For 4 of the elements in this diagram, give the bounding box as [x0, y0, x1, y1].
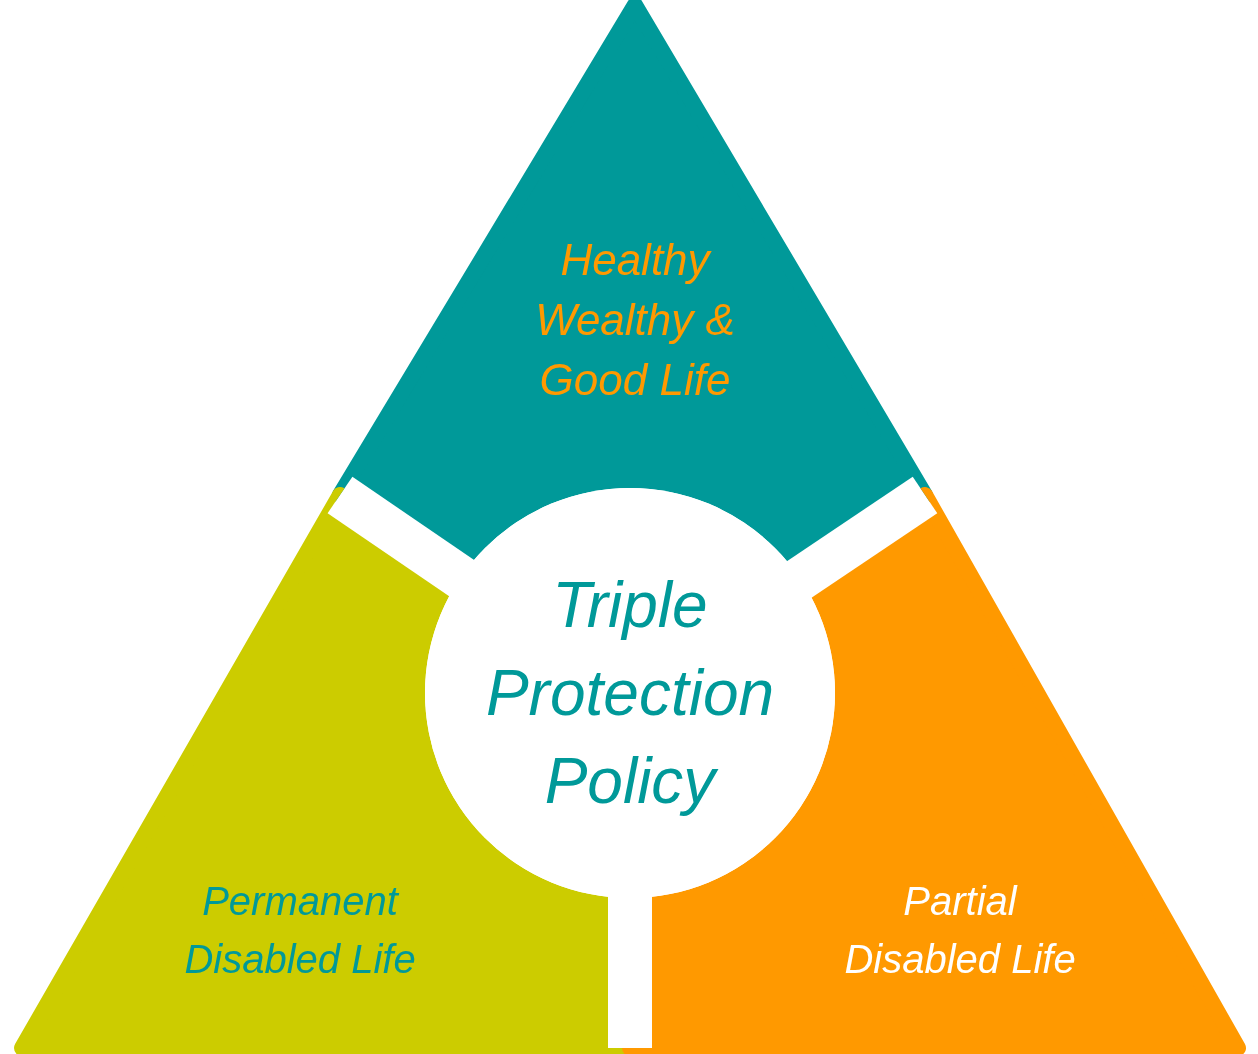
- segment-label: Permanent Disabled Life: [183, 878, 417, 983]
- segment-label: Partial Disabled Life: [843, 878, 1077, 983]
- segment-label: Healthy Wealthy & Good Life: [534, 234, 736, 406]
- center-title: Triple Protection Policy: [484, 568, 776, 819]
